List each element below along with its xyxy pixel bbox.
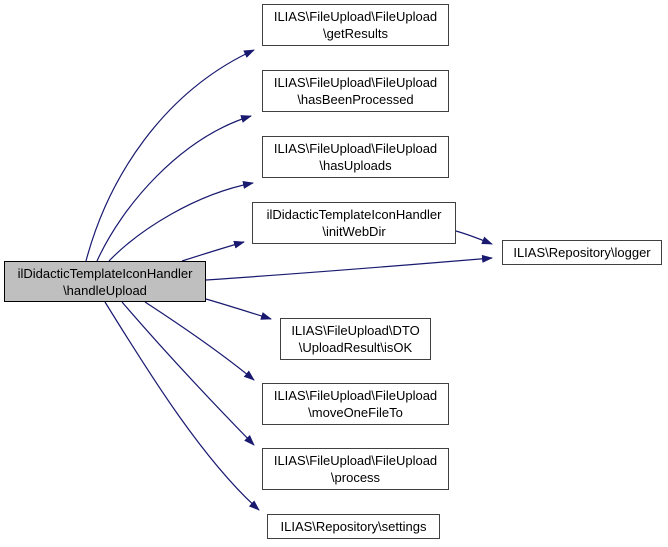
node-isok-label-line2: \UploadResult\isOK xyxy=(298,340,413,355)
node-isok-label-line1: ILIAS\FileUpload\DTO xyxy=(291,323,420,338)
node-process[interactable]: ILIAS\FileUpload\FileUpload \process xyxy=(262,448,449,490)
node-moveonefileto[interactable]: ILIAS\FileUpload\FileUpload \moveOneFile… xyxy=(262,383,449,425)
node-hasuploads-label-line2: \hasUploads xyxy=(319,158,392,173)
node-handleupload-label-line2: \handleUpload xyxy=(63,282,147,298)
edge-initwebdir-to-logger xyxy=(455,230,493,245)
node-moveonefileto-label-line2: \moveOneFileTo xyxy=(308,405,403,420)
node-logger[interactable]: ILIAS\Repository\logger xyxy=(502,240,662,265)
edge-handleupload-to-hasuploads xyxy=(108,180,254,262)
node-handleupload: ilDidacticTemplateIconHandler \handleUpl… xyxy=(4,261,206,302)
node-getresults[interactable]: ILIAS\FileUpload\FileUpload \getResults xyxy=(262,4,449,46)
edge-handleupload-to-getresults xyxy=(85,49,255,262)
node-handleupload-label-line1: ilDidacticTemplateIconHandler xyxy=(17,265,193,281)
node-initwebdir-label-line2: \initWebDir xyxy=(322,224,386,239)
edge-handleupload-to-process xyxy=(121,301,255,446)
edge-handleupload-to-hasbeenprocessed xyxy=(96,115,252,262)
node-moveonefileto-label-line1: ILIAS\FileUpload\FileUpload xyxy=(273,388,438,403)
node-settings-label: ILIAS\Repository\settings xyxy=(280,519,427,534)
node-isok[interactable]: ILIAS\FileUpload\DTO \UploadResult\isOK xyxy=(280,318,431,360)
edge-handleupload-to-moveonefileto xyxy=(144,301,255,381)
node-hasbeenprocessed-label-line2: \hasBeenProcessed xyxy=(297,92,414,107)
node-process-label-line2: \process xyxy=(330,470,381,485)
node-initwebdir[interactable]: ilDidacticTemplateIconHandler \initWebDi… xyxy=(252,202,456,244)
node-hasuploads-label-line1: ILIAS\FileUpload\FileUpload xyxy=(273,141,438,156)
node-hasbeenprocessed-label-line1: ILIAS\FileUpload\FileUpload xyxy=(273,75,438,90)
node-initwebdir-label-line1: ilDidacticTemplateIconHandler xyxy=(266,207,442,222)
edge-handleupload-to-settings xyxy=(104,301,260,511)
node-logger-label: ILIAS\Repository\logger xyxy=(513,245,651,260)
edge-handleupload-to-initwebdir xyxy=(181,240,245,262)
node-hasuploads[interactable]: ILIAS\FileUpload\FileUpload \hasUploads xyxy=(262,136,449,178)
edge-handleupload-to-logger xyxy=(205,254,493,281)
node-hasbeenprocessed[interactable]: ILIAS\FileUpload\FileUpload \hasBeenProc… xyxy=(262,70,449,112)
node-getresults-label-line1: ILIAS\FileUpload\FileUpload xyxy=(273,9,438,24)
edge-handleupload-to-isok xyxy=(205,298,272,320)
node-settings[interactable]: ILIAS\Repository\settings xyxy=(267,514,440,539)
node-getresults-label-line2: \getResults xyxy=(322,26,389,41)
node-process-label-line1: ILIAS\FileUpload\FileUpload xyxy=(273,453,438,468)
